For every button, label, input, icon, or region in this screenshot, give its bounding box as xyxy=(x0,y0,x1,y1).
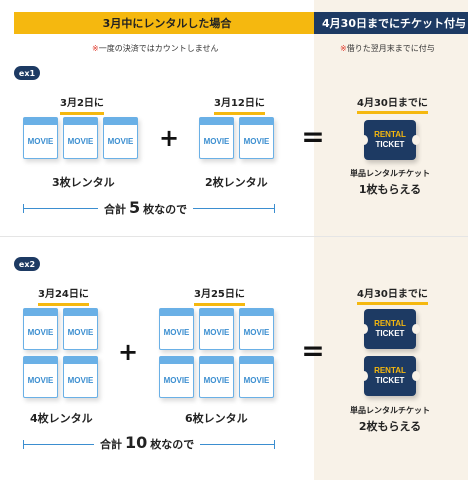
ticket-column-background xyxy=(314,0,468,480)
bracket-cap xyxy=(23,204,24,213)
equals-sign: = xyxy=(301,120,325,153)
movie-card: MOVIE xyxy=(23,117,58,159)
movie-card-label: MOVIE xyxy=(203,328,230,337)
header-rental-period: 3月中にレンタルした場合 xyxy=(14,12,320,34)
ex2-result-line1: 単品レンタルチケット xyxy=(350,406,430,415)
movie-card: MOVIE xyxy=(63,117,98,159)
bracket-cap xyxy=(23,440,24,449)
movie-card-label: MOVIE xyxy=(67,137,94,146)
movie-card-top xyxy=(240,357,273,364)
header-rental-period-text: 3月中にレンタルした場合 xyxy=(102,17,232,30)
movie-card: MOVIE xyxy=(239,356,274,398)
note-grant-timing: ※借りた翌月末までに付与 xyxy=(340,43,435,54)
ex1-group2-count: 2枚レンタル xyxy=(205,176,268,189)
movie-card: MOVIE xyxy=(199,117,234,159)
movie-card-top xyxy=(24,118,57,125)
movie-card-top xyxy=(64,309,97,316)
movie-card-label: MOVIE xyxy=(243,137,270,146)
ticket-line2: TICKET xyxy=(375,329,405,338)
ex2-group2-count: 6枚レンタル xyxy=(185,412,248,425)
ex2-group1-date: 3月24日に xyxy=(38,285,89,306)
movie-card: MOVIE xyxy=(63,308,98,350)
movie-card-label: MOVIE xyxy=(163,328,190,337)
movie-card: MOVIE xyxy=(239,117,274,159)
rental-ticket: RENTAL TICKET xyxy=(360,309,420,349)
movie-card-label: MOVIE xyxy=(163,376,190,385)
ex2-group2-date: 3月25日に xyxy=(194,285,245,306)
movie-card-top xyxy=(240,309,273,316)
movie-card-label: MOVIE xyxy=(67,376,94,385)
rental-ticket: RENTAL TICKET xyxy=(360,120,420,160)
movie-card-top xyxy=(160,309,193,316)
ex1-group1-count: 3枚レンタル xyxy=(52,176,115,189)
section-divider xyxy=(0,236,468,237)
header-ticket-deadline-text: 4月30日までにチケット付与 xyxy=(322,17,466,30)
movie-card: MOVIE xyxy=(239,308,274,350)
total-prefix: 合計 xyxy=(104,203,126,216)
movie-card: MOVIE xyxy=(103,117,138,159)
total-number: 5 xyxy=(129,198,141,217)
total-number: 10 xyxy=(125,433,148,452)
movie-card: MOVIE xyxy=(23,308,58,350)
movie-card-top xyxy=(24,357,57,364)
ticket-line2: TICKET xyxy=(375,140,405,149)
equals-sign: = xyxy=(301,334,325,367)
header-ticket-deadline: 4月30日までにチケット付与 xyxy=(314,12,468,34)
example-badge-2: ex2 xyxy=(14,257,40,271)
ex2-result-date: 4月30日までに xyxy=(357,285,428,305)
movie-card-label: MOVIE xyxy=(243,376,270,385)
total-suffix: 枚なので xyxy=(150,438,195,451)
movie-card: MOVIE xyxy=(199,356,234,398)
ex2-group1-count: 4枚レンタル xyxy=(30,412,93,425)
movie-card: MOVIE xyxy=(159,308,194,350)
bracket-cap xyxy=(274,440,275,449)
ex1-group2-date: 3月12日に xyxy=(214,94,265,115)
note-single-payment: ※一度の決済ではカウントしません xyxy=(92,43,218,54)
total-prefix: 合計 xyxy=(100,438,122,451)
plus-sign: + xyxy=(159,124,180,152)
note-mark: ※ xyxy=(340,44,347,53)
ex1-total: 合計 5 枚なので xyxy=(98,198,194,217)
movie-card: MOVIE xyxy=(159,356,194,398)
plus-sign: + xyxy=(118,338,139,366)
movie-card-label: MOVIE xyxy=(203,376,230,385)
movie-card-top xyxy=(160,357,193,364)
note-text: 借りた翌月末までに付与 xyxy=(346,44,435,53)
movie-card-top xyxy=(104,118,137,125)
movie-card-label: MOVIE xyxy=(203,137,230,146)
ex1-group1-date: 3月2日に xyxy=(60,94,104,115)
ticket-line1: RENTAL xyxy=(374,130,406,139)
ex2-result-line2: 2枚もらえる xyxy=(358,420,422,433)
movie-card-label: MOVIE xyxy=(243,328,270,337)
note-mark: ※ xyxy=(92,44,99,53)
movie-card-top xyxy=(24,309,57,316)
ex1-result-date: 4月30日までに xyxy=(357,94,428,114)
ticket-line1: RENTAL xyxy=(374,366,406,375)
ex2-total: 合計 10 枚なので xyxy=(94,433,201,452)
total-suffix: 枚なので xyxy=(143,203,188,216)
movie-card-label: MOVIE xyxy=(27,328,54,337)
rental-ticket: RENTAL TICKET xyxy=(360,356,420,396)
ex1-result-line2: 1枚もらえる xyxy=(358,183,422,196)
movie-card: MOVIE xyxy=(199,308,234,350)
movie-card: MOVIE xyxy=(63,356,98,398)
movie-card-label: MOVIE xyxy=(27,376,54,385)
movie-card: MOVIE xyxy=(23,356,58,398)
movie-card-top xyxy=(200,118,233,125)
movie-card-top xyxy=(64,357,97,364)
ex1-result-line1: 単品レンタルチケット xyxy=(350,169,430,178)
bracket-cap xyxy=(274,204,275,213)
movie-card-top xyxy=(200,309,233,316)
ticket-line2: TICKET xyxy=(375,376,405,385)
example-badge-1: ex1 xyxy=(14,66,40,80)
movie-card-top xyxy=(240,118,273,125)
movie-card-top xyxy=(200,357,233,364)
movie-card-top xyxy=(64,118,97,125)
ticket-line1: RENTAL xyxy=(374,319,406,328)
movie-card-label: MOVIE xyxy=(67,328,94,337)
note-text: 一度の決済ではカウントしません xyxy=(98,44,219,53)
movie-card-label: MOVIE xyxy=(27,137,54,146)
movie-card-label: MOVIE xyxy=(107,137,134,146)
